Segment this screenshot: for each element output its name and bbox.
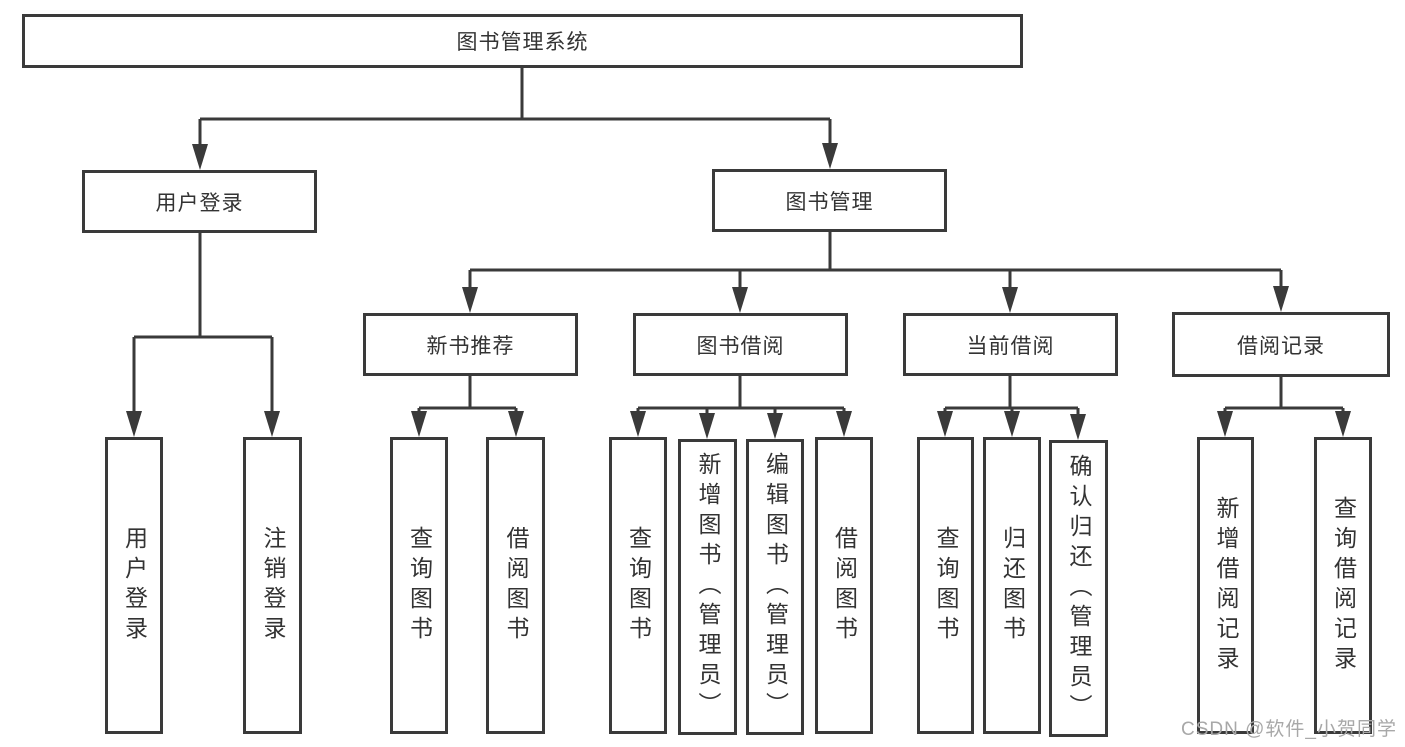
branch-user-login-label: 用户登录 [155, 191, 244, 215]
root-node-label: 图书管理系统 [456, 31, 589, 54]
leaf-recommend-borrow-books-label: 借阅图书 [503, 525, 529, 646]
leaf-query-borrow-record: 查询借阅记录 [1314, 437, 1372, 734]
leaf-return-book: 归还图书 [983, 437, 1041, 734]
csdn-watermark: CSDN @软件_小贺同学 [1181, 719, 1397, 740]
leaf-edit-book-admin: 编辑图书（管理员） [746, 439, 804, 735]
leaf-confirm-return-admin-label: 确认归还（管理员） [1066, 453, 1092, 724]
arrowheads [126, 143, 1351, 440]
leaf-borrow-query-books: 查询图书 [609, 437, 667, 734]
branch-borrow-records-label: 借阅记录 [1237, 334, 1325, 358]
leaf-query-borrow-record-label: 查询借阅记录 [1330, 495, 1357, 676]
leaf-recommend-query-books: 查询图书 [390, 437, 448, 734]
leaf-return-book-label: 归还图书 [999, 525, 1026, 646]
branch-book-management-label: 图书管理 [785, 190, 874, 214]
leaf-recommend-query-books-label: 查询图书 [406, 525, 433, 646]
root-node: 图书管理系统 [22, 14, 1023, 68]
leaf-add-borrow-record-label: 新增借阅记录 [1213, 495, 1239, 676]
leaf-logout: 注销登录 [243, 437, 302, 734]
leaf-user-login: 用户登录 [105, 437, 163, 734]
leaf-add-borrow-record: 新增借阅记录 [1197, 437, 1254, 734]
leaf-edit-book-admin-label: 编辑图书（管理员） [762, 452, 789, 722]
leaf-logout-label: 注销登录 [260, 525, 286, 646]
leaf-current-query-books-label: 查询图书 [933, 525, 959, 646]
branch-borrow-records: 借阅记录 [1172, 312, 1390, 377]
branch-book-management: 图书管理 [712, 169, 947, 232]
leaf-add-book-admin: 新增图书（管理员） [678, 439, 737, 735]
leaf-confirm-return-admin: 确认归还（管理员） [1049, 440, 1108, 737]
leaf-borrow-query-books-label: 查询图书 [625, 525, 652, 646]
branch-new-book-recommend-label: 新书推荐 [426, 334, 515, 358]
branch-book-borrow: 图书借阅 [633, 313, 848, 376]
leaf-user-login-label: 用户登录 [121, 525, 148, 646]
branch-current-borrow-label: 当前借阅 [966, 334, 1055, 358]
branch-user-login: 用户登录 [82, 170, 317, 233]
branch-current-borrow: 当前借阅 [903, 313, 1118, 376]
branch-new-book-recommend: 新书推荐 [363, 313, 578, 376]
leaf-borrow-borrow-books: 借阅图书 [815, 437, 873, 734]
leaf-add-book-admin-label: 新增图书（管理员） [695, 452, 721, 722]
branch-book-borrow-label: 图书借阅 [696, 334, 785, 358]
leaf-current-query-books: 查询图书 [917, 437, 974, 734]
leaf-recommend-borrow-books: 借阅图书 [486, 437, 545, 734]
leaf-borrow-borrow-books-label: 借阅图书 [831, 525, 858, 646]
